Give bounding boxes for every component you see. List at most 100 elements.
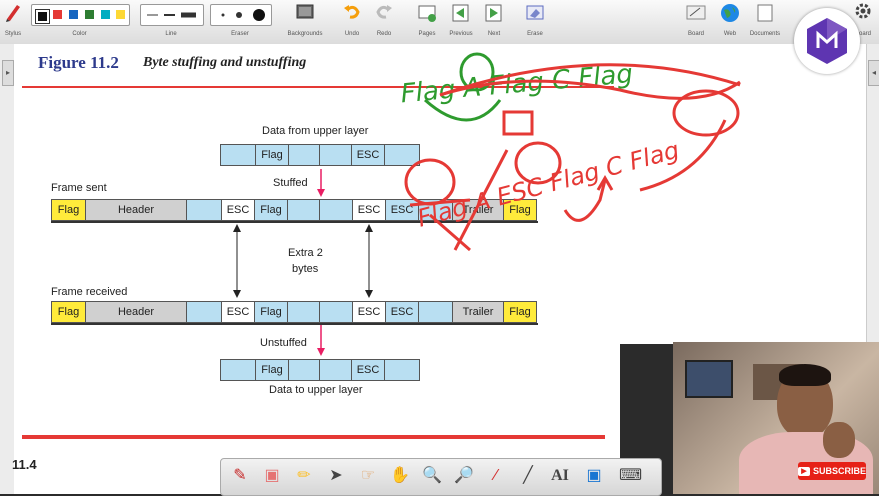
color-palette: [31, 4, 130, 26]
hand-pointer-icon: ☞: [360, 467, 376, 484]
line-icon: ╱: [523, 467, 533, 484]
top-cell-2: Flag: [255, 144, 289, 166]
screen-capture-icon: ▣: [586, 467, 602, 484]
play-icon: ▶: [798, 466, 810, 476]
recv-flag-start: Flag: [51, 301, 86, 323]
bottom-rule: [22, 435, 605, 439]
pan-tool-button[interactable]: ✋: [389, 465, 411, 487]
redo-icon: [376, 5, 392, 19]
zoom-out-button[interactable]: 🔎: [453, 465, 475, 487]
slide-page[interactable]: Figure 11.2 Byte stuffing and unstuffing…: [12, 44, 620, 494]
subscribe-button[interactable]: ▶ SUBSCRIBE: [798, 462, 866, 480]
expand-right-panel-button[interactable]: ◂: [868, 60, 879, 86]
bottom-cell-2: Flag: [255, 359, 289, 381]
color-blue[interactable]: [69, 10, 78, 19]
stylus-icon: [6, 5, 20, 22]
top-cell-3: [288, 144, 320, 166]
erase-icon: [526, 5, 544, 20]
erase-button[interactable]: Erase: [522, 2, 548, 37]
color-yellow[interactable]: [116, 10, 125, 19]
screen-capture-button[interactable]: ▣: [583, 465, 605, 487]
hand-icon: ✋: [390, 467, 410, 484]
title-rule: [22, 86, 614, 88]
sent-esc-2: ESC: [352, 199, 386, 221]
previous-page-icon: [452, 4, 469, 22]
figure-title: Figure 11.2: [38, 53, 119, 72]
sent-cell-a: [287, 199, 320, 221]
color-green[interactable]: [85, 10, 94, 19]
frame-sent-label: Frame sent: [51, 182, 107, 194]
color-cyan[interactable]: [101, 10, 110, 19]
recv-esc-2: ESC: [352, 301, 386, 323]
line-tool-button[interactable]: ╱: [517, 465, 539, 487]
recv-cell-b: [319, 301, 353, 323]
select-tool-button[interactable]: ➤: [325, 465, 347, 487]
zoom-out-icon: 🔎: [454, 467, 474, 484]
pen-icon: ✎: [233, 467, 247, 484]
color-black[interactable]: [35, 9, 50, 24]
laser-tool-button[interactable]: ⁄: [485, 465, 507, 487]
recv-header: Header: [85, 301, 187, 323]
zoom-in-icon: 🔍: [422, 467, 442, 484]
toolbar: Stylus Color Line Eraser Backgrounds Und…: [0, 0, 879, 45]
previous-button[interactable]: Previous: [448, 2, 474, 37]
pointer-tool-button[interactable]: ☞: [357, 465, 379, 487]
recv-cell-a: [287, 301, 320, 323]
recv-cell-data: [186, 301, 222, 323]
right-panel-rail: ◂: [866, 44, 879, 344]
stuffed-label: Stuffed: [273, 177, 308, 189]
eraser-icon: ▣: [264, 467, 280, 484]
backgrounds-button[interactable]: Backgrounds: [285, 2, 325, 37]
highlighter-tool-button[interactable]: ✏: [293, 465, 315, 487]
eraser-selector[interactable]: [210, 4, 272, 26]
chevron-right-icon: ▸: [5, 68, 10, 77]
sent-cell-data: [186, 199, 222, 221]
next-button[interactable]: Next: [482, 2, 506, 37]
expand-left-panel-button[interactable]: ▸: [2, 60, 14, 86]
eraser-tool-button[interactable]: ▣: [261, 465, 283, 487]
bottom-cell-3: [288, 359, 320, 381]
pages-icon: [418, 5, 436, 22]
canvas-right-area[interactable]: [620, 44, 879, 344]
documents-button[interactable]: Documents: [748, 2, 782, 37]
documents-icon: [757, 4, 773, 22]
bottom-cell-5: ESC: [351, 359, 385, 381]
web-button[interactable]: Web: [718, 2, 742, 37]
recv-trailer: Trailer: [452, 301, 504, 323]
undo-button[interactable]: Undo: [340, 2, 364, 37]
sent-trailer: Trailer: [452, 199, 504, 221]
extra-label-1: Extra 2: [288, 247, 323, 259]
backgrounds-icon: [296, 4, 314, 19]
hexagon-logo-icon: [807, 18, 847, 64]
sent-esc-data: ESC: [385, 199, 419, 221]
next-page-icon: [485, 4, 502, 22]
presenter-hair: [779, 364, 831, 386]
unstuffed-label: Unstuffed: [260, 337, 307, 349]
top-label: Data from upper layer: [262, 125, 369, 137]
top-cell-6: [384, 144, 420, 166]
globe-icon: [721, 4, 739, 22]
sent-cell-b: [319, 199, 353, 221]
sent-flag-end: Flag: [503, 199, 537, 221]
settings-button[interactable]: Board: [850, 2, 876, 37]
top-cell-5: ESC: [351, 144, 385, 166]
text-tool-button[interactable]: AI: [549, 465, 571, 487]
highlighter-icon: ✏: [297, 467, 311, 484]
stylus-button[interactable]: Stylus: [2, 2, 24, 37]
color-red[interactable]: [53, 10, 62, 19]
bottom-cell-1: [220, 359, 256, 381]
zoom-in-button[interactable]: 🔍: [421, 465, 443, 487]
undo-icon: [344, 5, 360, 19]
pen-tool-button[interactable]: ✎: [229, 465, 251, 487]
line-selector[interactable]: [140, 4, 204, 26]
board-button[interactable]: Board: [684, 2, 708, 37]
subscribe-label: SUBSCRIBE: [812, 466, 866, 476]
drawing-toolbar: ✎ ▣ ✏ ➤ ☞ ✋ 🔍 🔎 ⁄ ╱ AI ▣ ⌨: [220, 458, 662, 496]
channel-logo: [794, 8, 860, 74]
keyboard-button[interactable]: ⌨: [619, 465, 642, 487]
sent-flag-start: Flag: [51, 199, 86, 221]
sent-cell-c: [418, 199, 453, 221]
pages-button[interactable]: Pages: [414, 2, 440, 37]
board-icon: [686, 5, 706, 20]
redo-button[interactable]: Redo: [372, 2, 396, 37]
